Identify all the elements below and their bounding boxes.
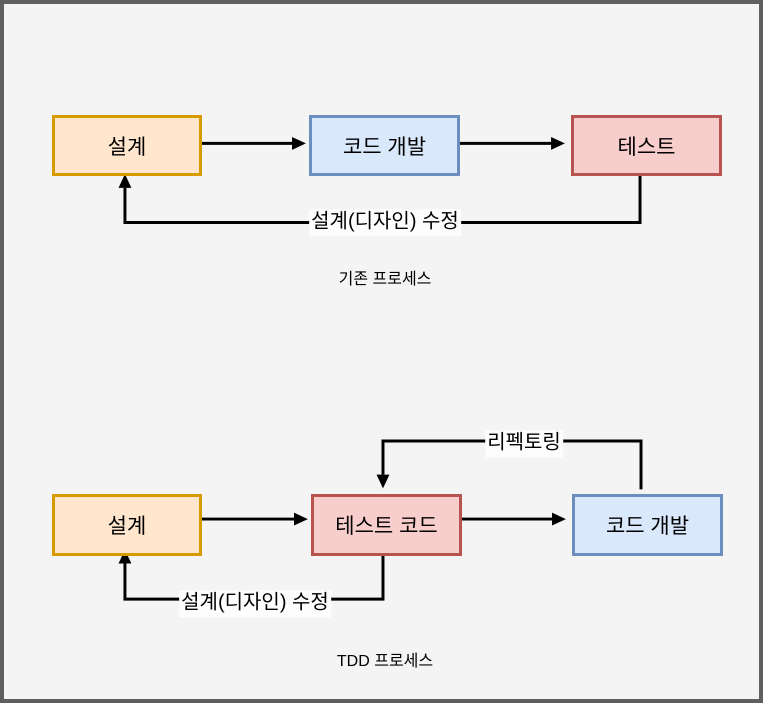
legacy-test-box: 테스트 [571,115,722,176]
legacy-design-box: 설계 [52,115,202,176]
arrow-legacy-design-to-code [200,136,306,150]
tdd-design-box: 설계 [52,494,202,556]
tdd-refactor-label: 리펙토링 [485,430,563,458]
tdd-feedback-label: 설계(디자인) 수정 [179,590,331,618]
arrow-tdd-testcode-to-code [457,512,566,526]
legacy-feedback-label: 설계(디자인) 수정 [309,209,461,237]
arrow-tdd-design-to-testcode [200,512,308,526]
legacy-process-caption: 기존 프로세스 [338,271,432,288]
arrow-legacy-code-to-test [455,136,565,150]
arrow-layer [118,136,643,601]
legacy-code-dev-box: 코드 개발 [309,115,460,176]
tdd-code-dev-box: 코드 개발 [572,494,723,556]
tdd-test-code-box: 테스트 코드 [311,494,462,556]
tdd-process-caption: TDD 프로세스 [336,653,434,670]
